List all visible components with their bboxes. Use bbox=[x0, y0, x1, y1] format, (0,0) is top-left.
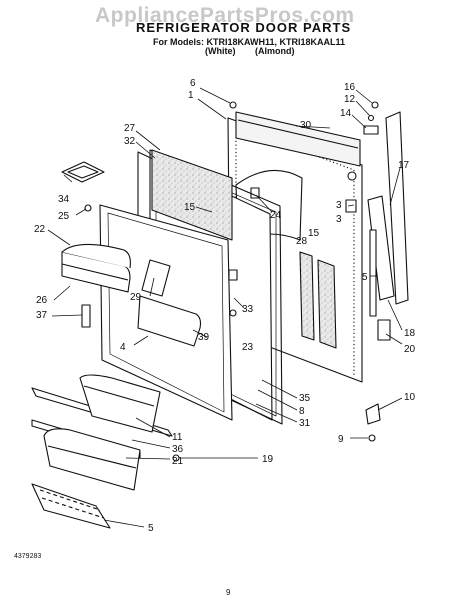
callout-22: 22 bbox=[34, 224, 46, 235]
hinge-bracket-small bbox=[81, 304, 91, 328]
model-numbers: For Models: KTRI18KAWH11, KTRI18KAAL11 bbox=[153, 37, 346, 47]
foam-strip-26 bbox=[299, 251, 315, 341]
variant-white: (White) bbox=[205, 46, 236, 56]
callout-35: 21 bbox=[172, 456, 184, 467]
callout-19: 31 bbox=[299, 418, 311, 429]
callout-29: 37 bbox=[36, 310, 48, 321]
callout-20: 18 bbox=[404, 328, 416, 339]
callout-6: 6 bbox=[190, 78, 196, 89]
callout-36: 11 bbox=[172, 432, 183, 443]
callout-1: 1 bbox=[188, 90, 194, 101]
screw-25 bbox=[84, 204, 92, 212]
callout-34: 34 bbox=[58, 194, 70, 205]
callout-38: 5 bbox=[148, 523, 154, 534]
handle-trim-18 bbox=[369, 229, 377, 317]
callout-27: 27 bbox=[124, 123, 136, 134]
callout-16: 16 bbox=[344, 82, 356, 93]
callout-37: 26 bbox=[36, 295, 48, 306]
screw-5-bottom bbox=[368, 434, 376, 442]
door-bin-upper bbox=[79, 374, 161, 433]
callout-30: 30 bbox=[300, 120, 312, 131]
screw-16 bbox=[371, 101, 379, 109]
callout-39: 4 bbox=[120, 342, 126, 353]
callout-21: 36 bbox=[172, 444, 184, 455]
foam-panel bbox=[151, 149, 233, 241]
callout-14: 14 bbox=[340, 108, 352, 119]
callout-25: 25 bbox=[58, 211, 70, 222]
door-top-trim bbox=[235, 111, 361, 167]
callout-5: 23 bbox=[242, 342, 254, 353]
screw-9 bbox=[172, 454, 180, 462]
lower-door-bin bbox=[137, 295, 202, 347]
handle-rail-10 bbox=[377, 319, 391, 341]
callout-3-right: 3 bbox=[336, 200, 342, 211]
callout-33: 29 bbox=[130, 292, 142, 303]
callout-4: 33 bbox=[242, 304, 254, 315]
hinge-14 bbox=[363, 125, 379, 135]
variant-almond: (Almond) bbox=[255, 46, 295, 56]
callout-11: 10 bbox=[404, 392, 416, 403]
screw-12 bbox=[367, 114, 375, 122]
screw-6 bbox=[229, 101, 237, 109]
page-title: REFRIGERATOR DOOR PARTS bbox=[136, 20, 352, 35]
callout-32: 32 bbox=[124, 136, 136, 147]
callout-23: 39 bbox=[198, 332, 210, 343]
hinge-bottom-11 bbox=[365, 403, 381, 425]
callout-5-bottom: 9 bbox=[338, 434, 344, 445]
callout-8: 35 bbox=[299, 393, 311, 404]
door-bin-35 bbox=[43, 428, 141, 491]
foam-strip-28 bbox=[317, 259, 337, 349]
callout-12: 12 bbox=[344, 94, 356, 105]
document-number: 4379283 bbox=[14, 553, 42, 560]
callout-10: 20 bbox=[404, 344, 416, 355]
egg-tray-38 bbox=[31, 483, 111, 529]
bushing-7 bbox=[347, 171, 357, 181]
callout-17: 17 bbox=[398, 160, 410, 171]
hinge-bracket-3 bbox=[345, 199, 357, 213]
callout-9: 19 bbox=[262, 454, 274, 465]
callout-18: 5 bbox=[362, 272, 368, 283]
watermark: AppliancePartsPros.com bbox=[95, 4, 355, 27]
bin-retainer bbox=[141, 259, 171, 297]
callout-31: 8 bbox=[299, 406, 305, 417]
clip-3-left bbox=[228, 269, 238, 281]
callout-24: 24 bbox=[270, 210, 282, 221]
butter-compartment-door bbox=[61, 161, 105, 183]
screw-4 bbox=[229, 309, 237, 317]
callout-28: 15 bbox=[308, 228, 320, 239]
callout-26: 28 bbox=[296, 236, 308, 247]
callout-15-right: 3 bbox=[336, 214, 342, 225]
page-number: 9 bbox=[226, 588, 231, 597]
handle-rail-20 bbox=[385, 111, 409, 305]
callout-15-top: 15 bbox=[184, 202, 196, 213]
